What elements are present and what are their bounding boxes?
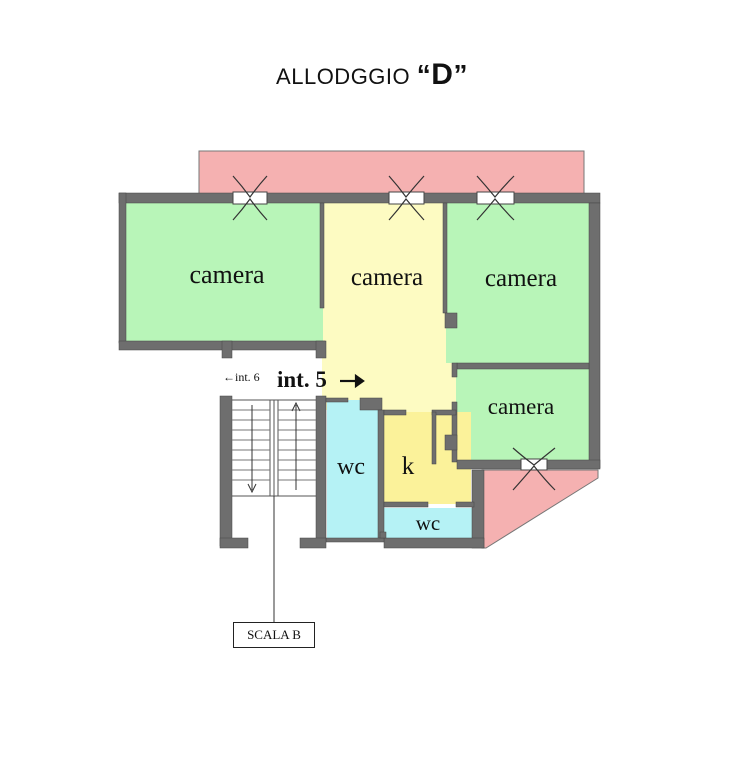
label-int-neighbor: ←int. 6: [223, 370, 260, 384]
window-casements: [232, 175, 556, 491]
room-wc-left: [327, 400, 380, 538]
walls: [118, 192, 601, 549]
label-camera-center: camera: [351, 264, 423, 291]
label-wc-bottom: wc: [416, 511, 441, 535]
label-camera-nw: camera: [189, 260, 265, 289]
plan-title: ALLODGGIO “D”: [0, 58, 744, 92]
label-camera-se: camera: [488, 394, 554, 419]
corridor-entry: [322, 352, 452, 404]
room-camera-ne: [446, 203, 589, 363]
stair-label-box: SCALA B: [233, 622, 315, 648]
title-letter: D: [431, 58, 454, 91]
room-camera-nw: [126, 203, 323, 341]
room-kitchen: [383, 412, 471, 504]
title-close-quote: ”: [453, 59, 468, 90]
arrow-right-icon: [340, 373, 365, 389]
balcony-north: [198, 150, 585, 196]
room-wc-bottom: [384, 508, 474, 538]
staircase[interactable]: [232, 399, 316, 622]
balcony-southeast: [481, 469, 599, 549]
label-int-current: int. 5: [277, 367, 327, 392]
title-prefix: ALLODGGIO: [276, 64, 411, 89]
room-camera-se: [456, 368, 589, 462]
label-wc-left: wc: [337, 454, 365, 480]
label-camera-ne: camera: [485, 265, 557, 292]
label-kitchen: k: [402, 453, 415, 480]
title-open-quote: “: [416, 59, 432, 90]
